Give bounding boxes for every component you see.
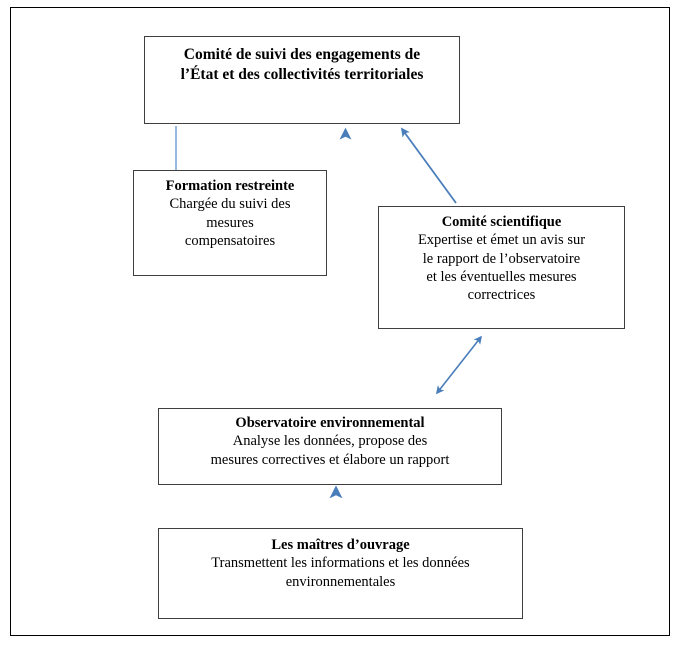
node-description: Transmettent les informations et les don… xyxy=(211,555,470,590)
node-title: Comité scientifique xyxy=(441,214,562,230)
node-title: Observatoire environnemental xyxy=(235,415,425,431)
diagram-outer-frame xyxy=(10,7,670,636)
node-les-maitres-douvrage[interactable]: Les maîtres d’ouvrage Transmettent les i… xyxy=(158,528,523,619)
node-description: Chargée du suivi des mesures compensatoi… xyxy=(169,196,291,249)
node-comite-de-suivi[interactable]: Comité de suivi des engagements de l’Éta… xyxy=(144,36,460,124)
node-description: Expertise et émet un avis sur le rapport… xyxy=(417,232,586,304)
node-title: Comité de suivi des engagements de l’Éta… xyxy=(180,46,424,83)
node-formation-restreinte[interactable]: Formation restreinte Chargée du suivi de… xyxy=(133,170,327,276)
node-title: Formation restreinte xyxy=(165,178,295,194)
node-comite-scientifique[interactable]: Comité scientifique Expertise et émet un… xyxy=(378,206,625,329)
node-description: Analyse les données, propose des mesures… xyxy=(210,433,450,468)
node-observatoire-environnemental[interactable]: Observatoire environnemental Analyse les… xyxy=(158,408,502,485)
node-title: Les maîtres d’ouvrage xyxy=(271,537,410,553)
